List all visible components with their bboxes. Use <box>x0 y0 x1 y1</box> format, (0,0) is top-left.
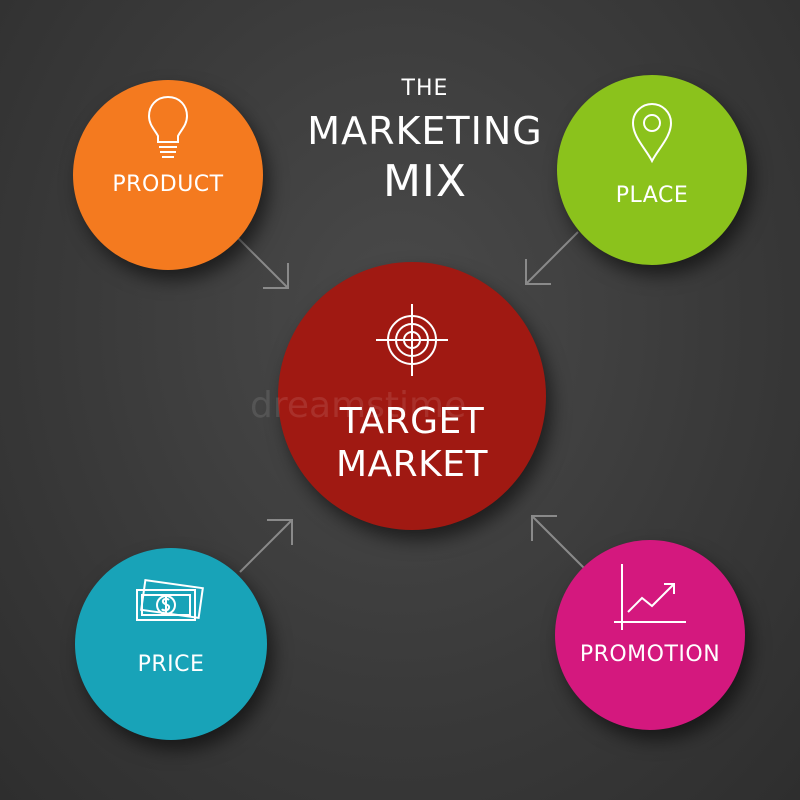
diagram-title: THE MARKETING MIX <box>300 78 550 204</box>
price-label: PRICE <box>137 652 205 677</box>
target-label-line-2: MARKET <box>335 444 489 486</box>
arrow-product-to-target <box>231 231 289 289</box>
target-market-node: TARGET MARKET <box>278 262 546 530</box>
target-label-line-1: TARGET <box>339 401 485 442</box>
product-node: PRODUCT <box>73 80 263 270</box>
title-line-2: MARKETING <box>307 109 543 153</box>
lightbulb-icon <box>146 80 190 162</box>
title-line-3: MIX <box>382 156 468 207</box>
dollar-bills-icon <box>133 548 209 630</box>
target-market-label: TARGET MARKET <box>336 400 488 486</box>
promotion-node: PROMOTION <box>555 540 745 730</box>
promotion-label: PROMOTION <box>579 642 721 667</box>
product-label: PRODUCT <box>112 172 224 197</box>
arrow-promotion-to-target <box>531 515 587 571</box>
title-line-1: THE <box>401 76 449 101</box>
place-node: PLACE <box>557 75 747 265</box>
price-node: PRICE <box>75 548 267 740</box>
growth-chart-icon <box>612 540 688 632</box>
arrow-place-to-target <box>525 231 579 285</box>
arrow-price-to-target <box>239 519 293 573</box>
location-pin-icon <box>630 75 674 163</box>
target-crosshair-icon <box>374 262 450 378</box>
place-label: PLACE <box>615 183 689 208</box>
